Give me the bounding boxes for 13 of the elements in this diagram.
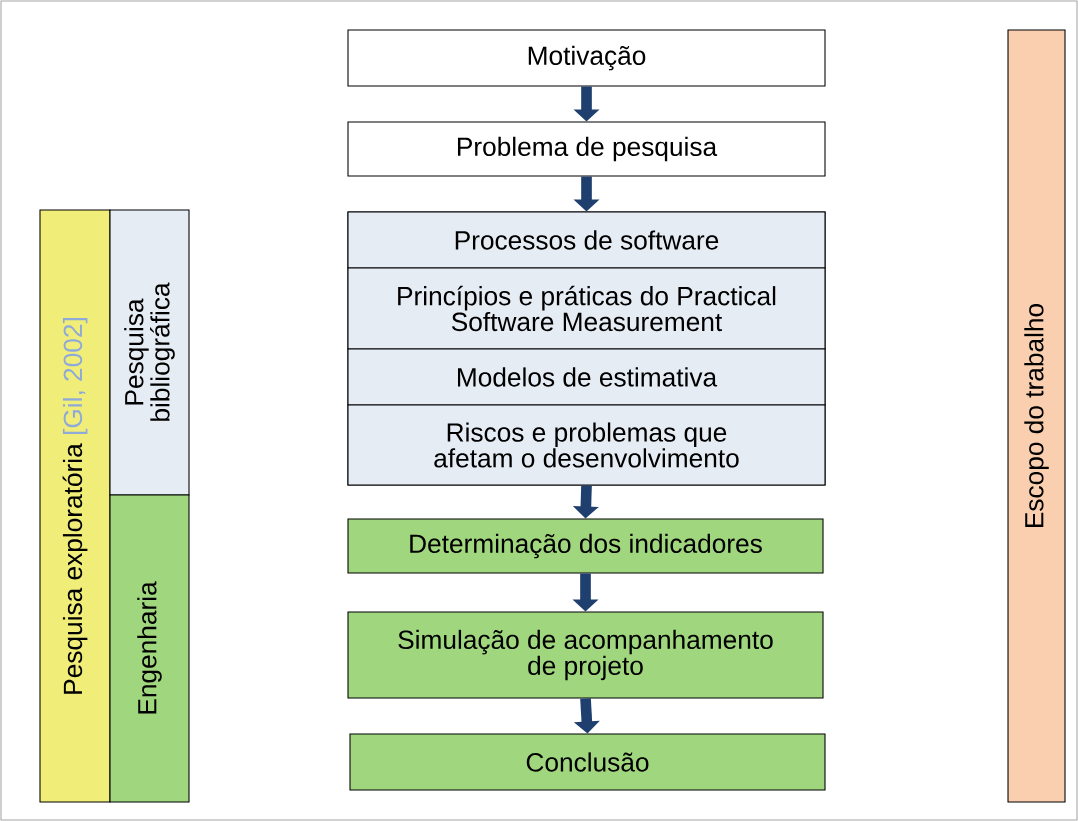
process-box: Problema de pesquisa: [347, 121, 826, 177]
side-band: Pesquisa exploratória [Gil, 2002]: [39, 209, 111, 803]
side-band: Escopo do trabalho: [1007, 29, 1066, 803]
side-band: Pesquisa bibliográfica: [109, 209, 190, 496]
topic-box: Modelos de estimativa: [347, 348, 826, 406]
topic-box: Princípios e práticas do Practical Software Measurement: [347, 267, 826, 350]
process-box: Determinação dos indicadores: [347, 518, 824, 574]
process-box: Motivação: [347, 29, 826, 87]
topic-box: Processos de software: [347, 211, 826, 269]
process-box: Simulação de acompanhamento de projeto: [347, 611, 824, 699]
topic-box: Riscos e problemas que afetam o desenvolvimento: [347, 404, 826, 486]
side-band: Engenharia: [109, 494, 190, 803]
process-box: Conclusão: [349, 733, 826, 791]
